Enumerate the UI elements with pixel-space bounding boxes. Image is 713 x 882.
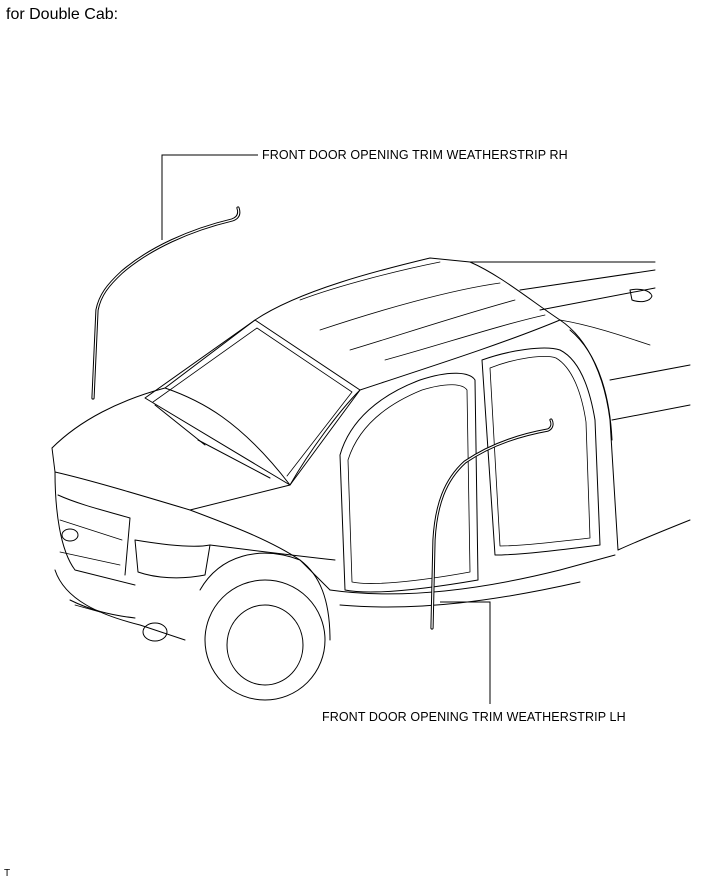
callout-label-lh: FRONT DOOR OPENING TRIM WEATHERSTRIP LH <box>322 710 626 724</box>
leader-line-rh <box>161 154 258 240</box>
leader-line-lh <box>440 601 491 704</box>
diagram-heading: for Double Cab: <box>6 6 119 23</box>
truck-body-outline <box>51 257 691 701</box>
callout-label-rh: FRONT DOOR OPENING TRIM WEATHERSTRIP RH <box>262 148 568 162</box>
footer-mark: T <box>4 868 11 879</box>
weatherstrip-lh-part <box>430 418 554 630</box>
weatherstrip-rh-part <box>91 206 241 400</box>
